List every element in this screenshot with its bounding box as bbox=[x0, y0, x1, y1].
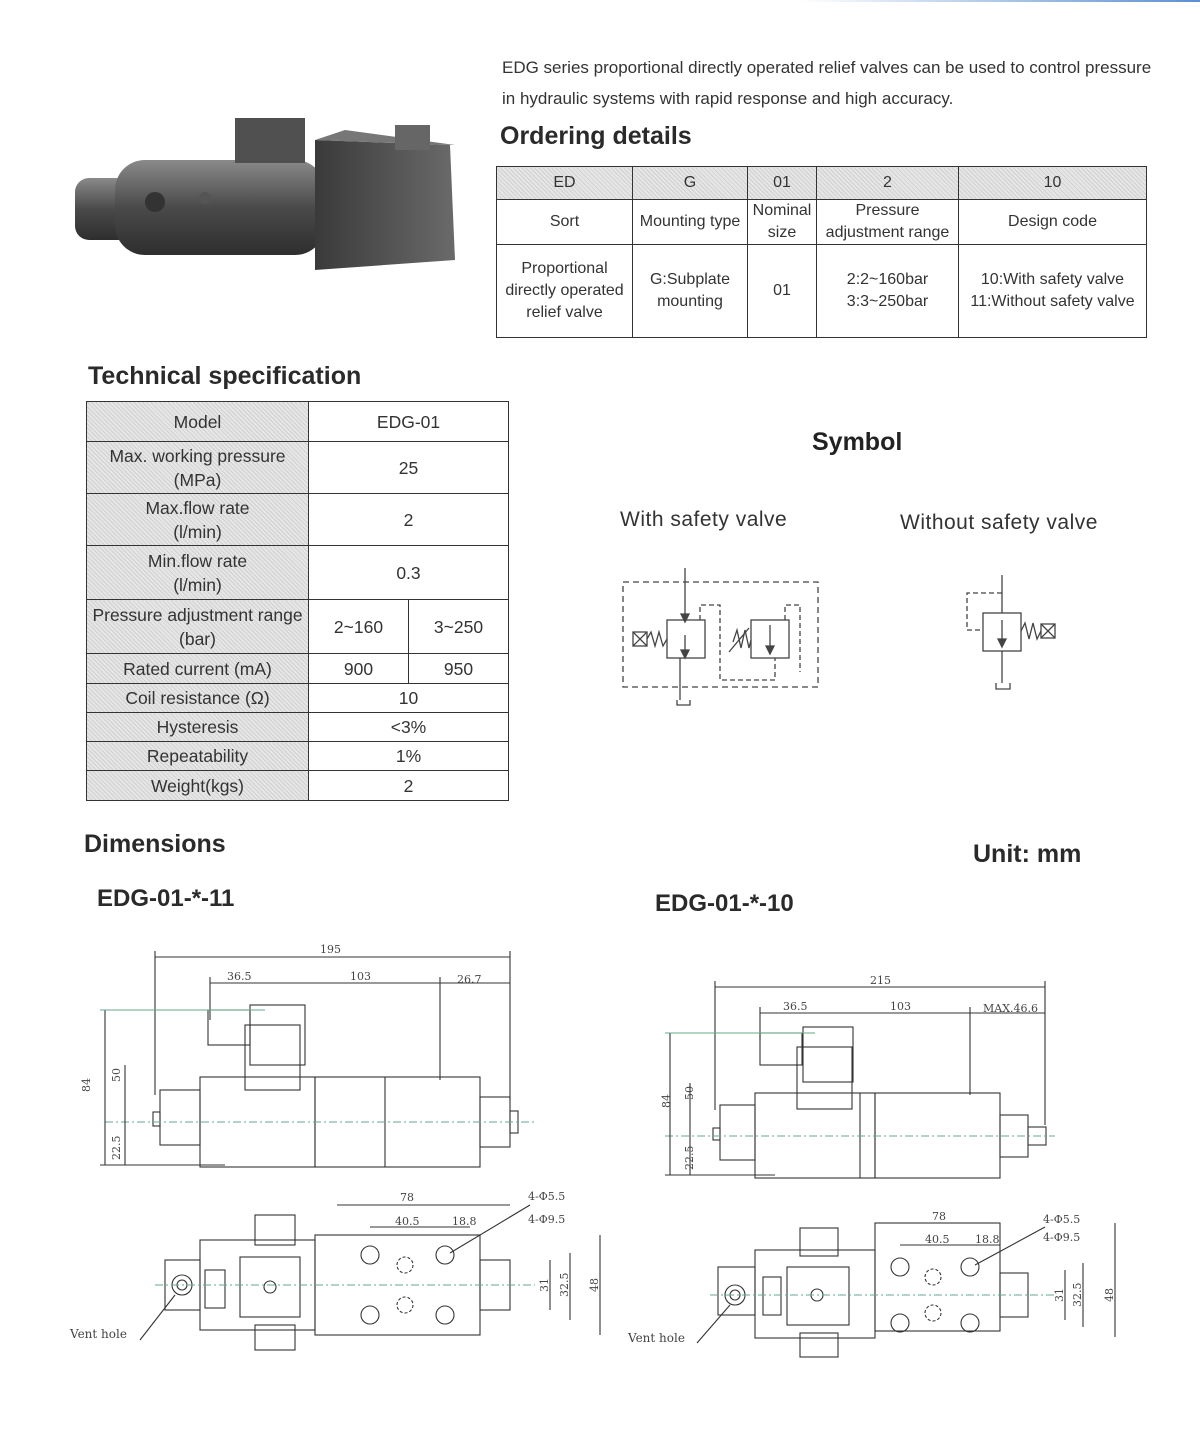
spec-label-text: Min.flow rate (l/min) bbox=[147, 550, 248, 595]
ordering-value-line: 10:With safety valve bbox=[980, 271, 1125, 288]
dim-label: 195 bbox=[320, 943, 341, 956]
dim-label: 48 bbox=[588, 1278, 601, 1292]
ordering-code-cell: 01 bbox=[747, 166, 817, 200]
dim-label: 40.5 bbox=[925, 1233, 950, 1246]
symbol-title: Symbol bbox=[812, 428, 903, 456]
dim-label: 84 bbox=[80, 1078, 93, 1092]
spec-label-text: Max.flow rate (l/min) bbox=[145, 497, 250, 542]
dimension-drawing-right: 215 36.5 103 MAX.46.6 84 50 22.5 78 40.5… bbox=[627, 974, 1116, 1358]
dimension-drawing-left: 195 36.5 103 26.7 84 50 22.5 78 40.5 18.… bbox=[69, 943, 601, 1351]
unit-label: Unit: mm bbox=[973, 840, 1082, 868]
dim-label: 31 bbox=[538, 1278, 551, 1292]
symbol-with-safety-valve bbox=[622, 568, 819, 706]
spec-label-cell: Max.flow rate (l/min) bbox=[86, 493, 309, 546]
dim-label: 103 bbox=[350, 970, 371, 983]
dim-label: 40.5 bbox=[395, 1215, 420, 1228]
spec-label-cell: Pressure adjustment range (bar) bbox=[86, 599, 309, 654]
dim-label: 32.5 bbox=[558, 1273, 571, 1298]
dim-label: 50 bbox=[110, 1068, 123, 1082]
dim-label: MAX.46.6 bbox=[983, 1002, 1038, 1015]
spec-value-cell: <3% bbox=[308, 712, 509, 742]
dim-label: 48 bbox=[1103, 1288, 1116, 1302]
ordering-table: ED G 01 2 10 Sort Mounting type Nominal … bbox=[496, 166, 1147, 338]
dim-label: 22.5 bbox=[683, 1146, 696, 1171]
spec-value-cell: 1% bbox=[308, 741, 509, 771]
dim-label: 31 bbox=[1053, 1288, 1066, 1302]
symbol-without-safety-valve bbox=[966, 575, 1056, 690]
ordering-value-line: 11:Without safety valve bbox=[970, 293, 1135, 310]
ordering-value-text: G:Subplate mounting bbox=[649, 271, 731, 310]
ordering-value-cell: 10:With safety valve 11:Without safety v… bbox=[958, 244, 1147, 338]
dim-label: 18.8 bbox=[452, 1215, 477, 1228]
spec-label-cell: Repeatability bbox=[86, 741, 309, 771]
spec-table: Model EDG-01 Max. working pressure (MPa)… bbox=[86, 401, 509, 801]
dim-label: 18.8 bbox=[975, 1233, 1000, 1246]
ordering-value-text: Proportional directly operated relief va… bbox=[505, 260, 624, 321]
dim-label: 4-Φ5.5 bbox=[1043, 1213, 1080, 1226]
ordering-value-cell: G:Subplate mounting bbox=[632, 244, 748, 338]
spec-label-cell: Min.flow rate (l/min) bbox=[86, 545, 309, 600]
spec-value-cell: 10 bbox=[308, 683, 509, 713]
ordering-label-cell: Design code bbox=[958, 199, 1147, 245]
spec-label-cell: Max. working pressure (MPa) bbox=[86, 441, 309, 494]
dim-label: 4-Φ5.5 bbox=[528, 1190, 565, 1203]
symbol-with-label: With safety valve bbox=[620, 508, 788, 531]
ordering-value-line: 3:3~250bar bbox=[846, 293, 929, 310]
dim-label: 26.7 bbox=[457, 973, 482, 986]
spec-value-cell: 3~250 bbox=[408, 599, 509, 654]
ordering-value-cell: Proportional directly operated relief va… bbox=[496, 244, 633, 338]
spec-value-cell: EDG-01 bbox=[308, 401, 509, 442]
ordering-value-cell: 01 bbox=[747, 244, 817, 338]
vent-hole-label: Vent hole bbox=[627, 1331, 685, 1345]
dim-label: 215 bbox=[870, 974, 891, 987]
spec-value-cell: 900 bbox=[308, 653, 409, 684]
spec-value-cell: 2 bbox=[308, 493, 509, 546]
vent-hole-label: Vent hole bbox=[69, 1327, 127, 1341]
dim-label: 50 bbox=[683, 1086, 696, 1100]
dim-label: 4-Φ9.5 bbox=[528, 1213, 565, 1226]
symbol-without-label: Without safety valve bbox=[900, 511, 1098, 534]
product-photo bbox=[60, 100, 470, 280]
ordering-value-cell: 2:2~160bar 3:3~250bar bbox=[816, 244, 959, 338]
dim-label: 36.5 bbox=[783, 1000, 808, 1013]
spec-value-cell: 0.3 bbox=[308, 545, 509, 600]
dim-left-title: EDG-01-*-11 bbox=[97, 885, 235, 912]
dim-label: 103 bbox=[890, 1000, 911, 1013]
ordering-label-cell: Sort bbox=[496, 199, 633, 245]
ordering-code-cell: 10 bbox=[958, 166, 1147, 200]
dim-label: 22.5 bbox=[110, 1136, 123, 1161]
dimensions-title: Dimensions bbox=[84, 830, 226, 858]
dim-label: 32.5 bbox=[1071, 1283, 1084, 1308]
spec-value-cell: 950 bbox=[408, 653, 509, 684]
spec-value-cell: 2~160 bbox=[308, 599, 409, 654]
ordering-label-cell: Pressure adjustment range bbox=[816, 199, 959, 245]
dim-label: 78 bbox=[400, 1191, 414, 1204]
spec-label-cell: Rated current (mA) bbox=[86, 653, 309, 684]
dim-right-title: EDG-01-*-10 bbox=[655, 890, 794, 917]
dim-label: 4-Φ9.5 bbox=[1043, 1231, 1080, 1244]
spec-value-cell: 25 bbox=[308, 441, 509, 494]
spec-label-cell: Model bbox=[86, 401, 309, 442]
ordering-title: Ordering details bbox=[500, 122, 692, 150]
top-accent-rule bbox=[800, 0, 1200, 2]
intro-paragraph: EDG series proportional directly operate… bbox=[502, 58, 1152, 108]
spec-label-cell: Weight(kgs) bbox=[86, 770, 309, 801]
ordering-label-cell: Mounting type bbox=[632, 199, 748, 245]
dim-label: 36.5 bbox=[227, 970, 252, 983]
dim-label: 78 bbox=[932, 1210, 946, 1223]
dim-label: 84 bbox=[660, 1094, 673, 1108]
ordering-code-cell: ED bbox=[496, 166, 633, 200]
spec-value-cell: 2 bbox=[308, 770, 509, 801]
ordering-value-line: 2:2~160bar bbox=[846, 271, 929, 288]
spec-title: Technical specification bbox=[88, 362, 362, 390]
spec-label-cell: Coil resistance (Ω) bbox=[86, 683, 309, 713]
ordering-code-cell: G bbox=[632, 166, 748, 200]
spec-label-cell: Hysteresis bbox=[86, 712, 309, 742]
ordering-label-cell: Nominal size bbox=[747, 199, 817, 245]
ordering-code-cell: 2 bbox=[816, 166, 959, 200]
